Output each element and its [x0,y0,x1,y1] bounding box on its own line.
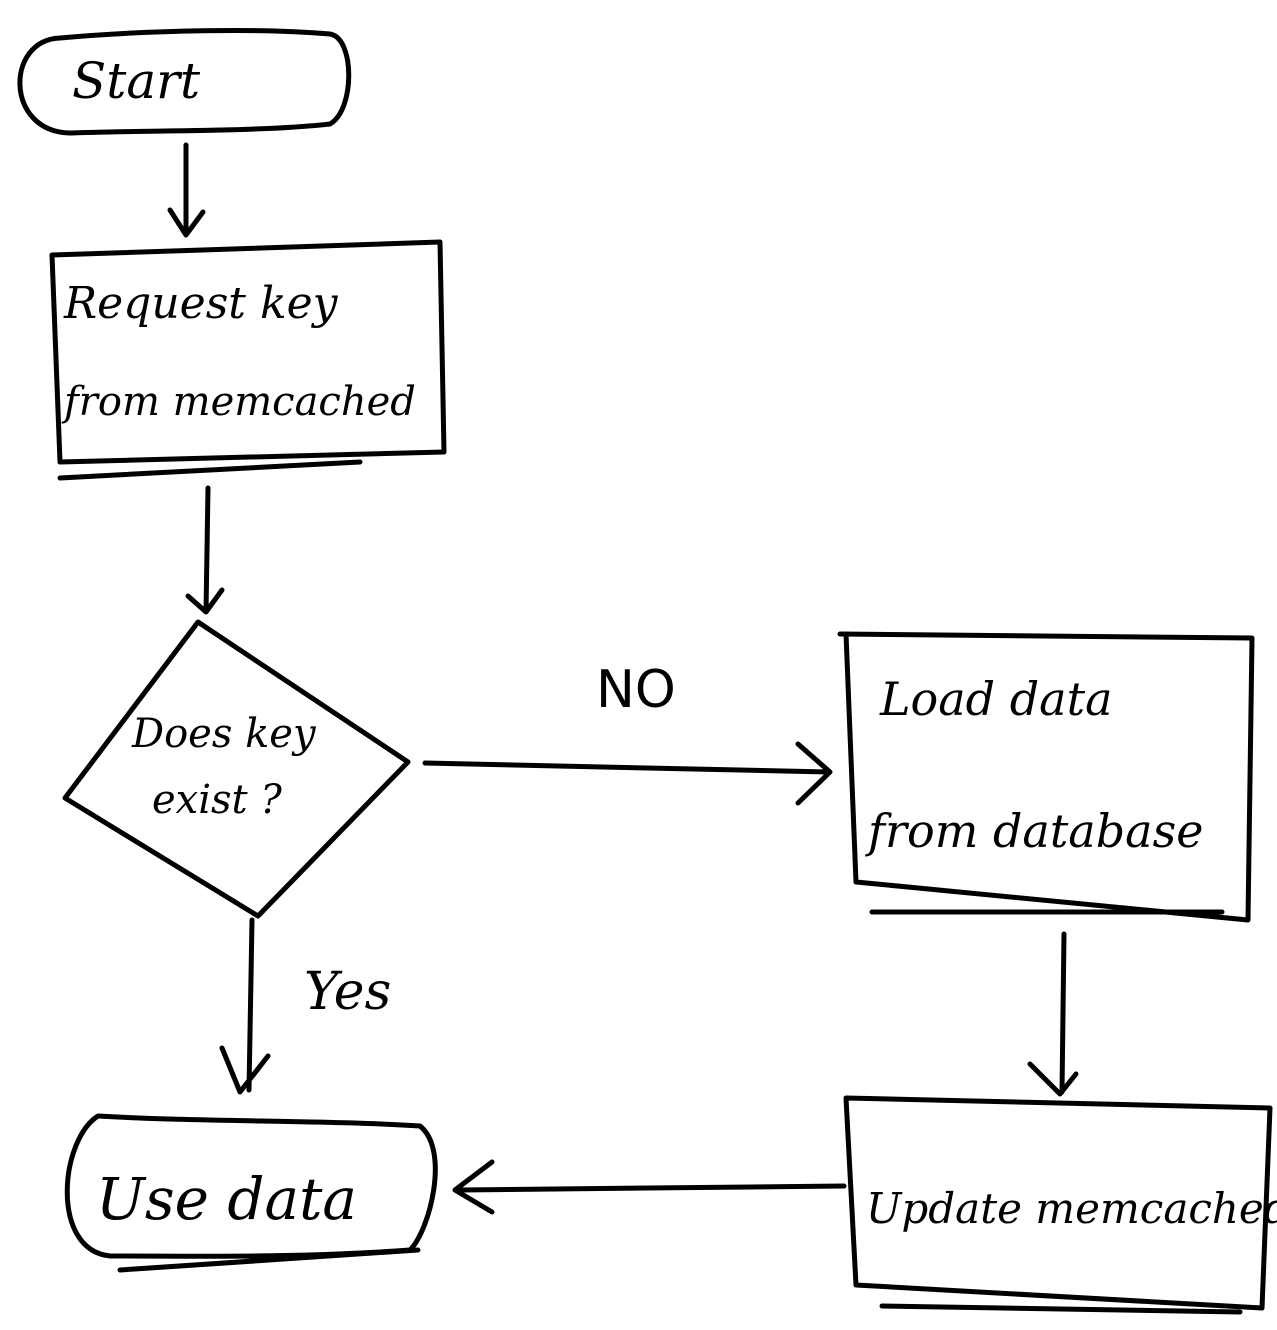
arrow-load-to-update [1027,931,1079,1097]
arrow-start-to-request [167,142,206,238]
use-label: Use data [96,1165,357,1233]
edge-yes-label: Yes [304,962,392,1022]
load-label: Load data from database [868,672,1203,854]
load-process-shape [837,631,1255,923]
load-label-line2: from database [868,804,1204,858]
load-label-line1: Load data [880,672,1113,726]
start-terminal-shape [17,28,352,136]
update-process-shape [843,1095,1273,1315]
update-label: Update memcached [866,1184,1277,1233]
edge-no-label: NO [596,660,676,720]
arrow-decision-to-load [422,741,833,806]
decision-label-line1: Does key [132,711,316,757]
request-label: Request key from memcached [64,278,416,425]
arrow-request-to-decision [185,485,225,615]
decision-label-line2: exist ? [152,777,282,823]
arrow-decision-to-use [219,917,271,1095]
decision-label: Does key exist ? [132,714,316,820]
use-terminal-shape [64,1113,438,1273]
request-label-line2: from memcached [64,379,416,425]
request-process-shape [49,239,447,481]
arrow-update-to-use [452,1159,847,1215]
request-label-line1: Request key [64,278,338,329]
decision-shape [62,619,411,919]
start-label: Start [72,52,201,110]
